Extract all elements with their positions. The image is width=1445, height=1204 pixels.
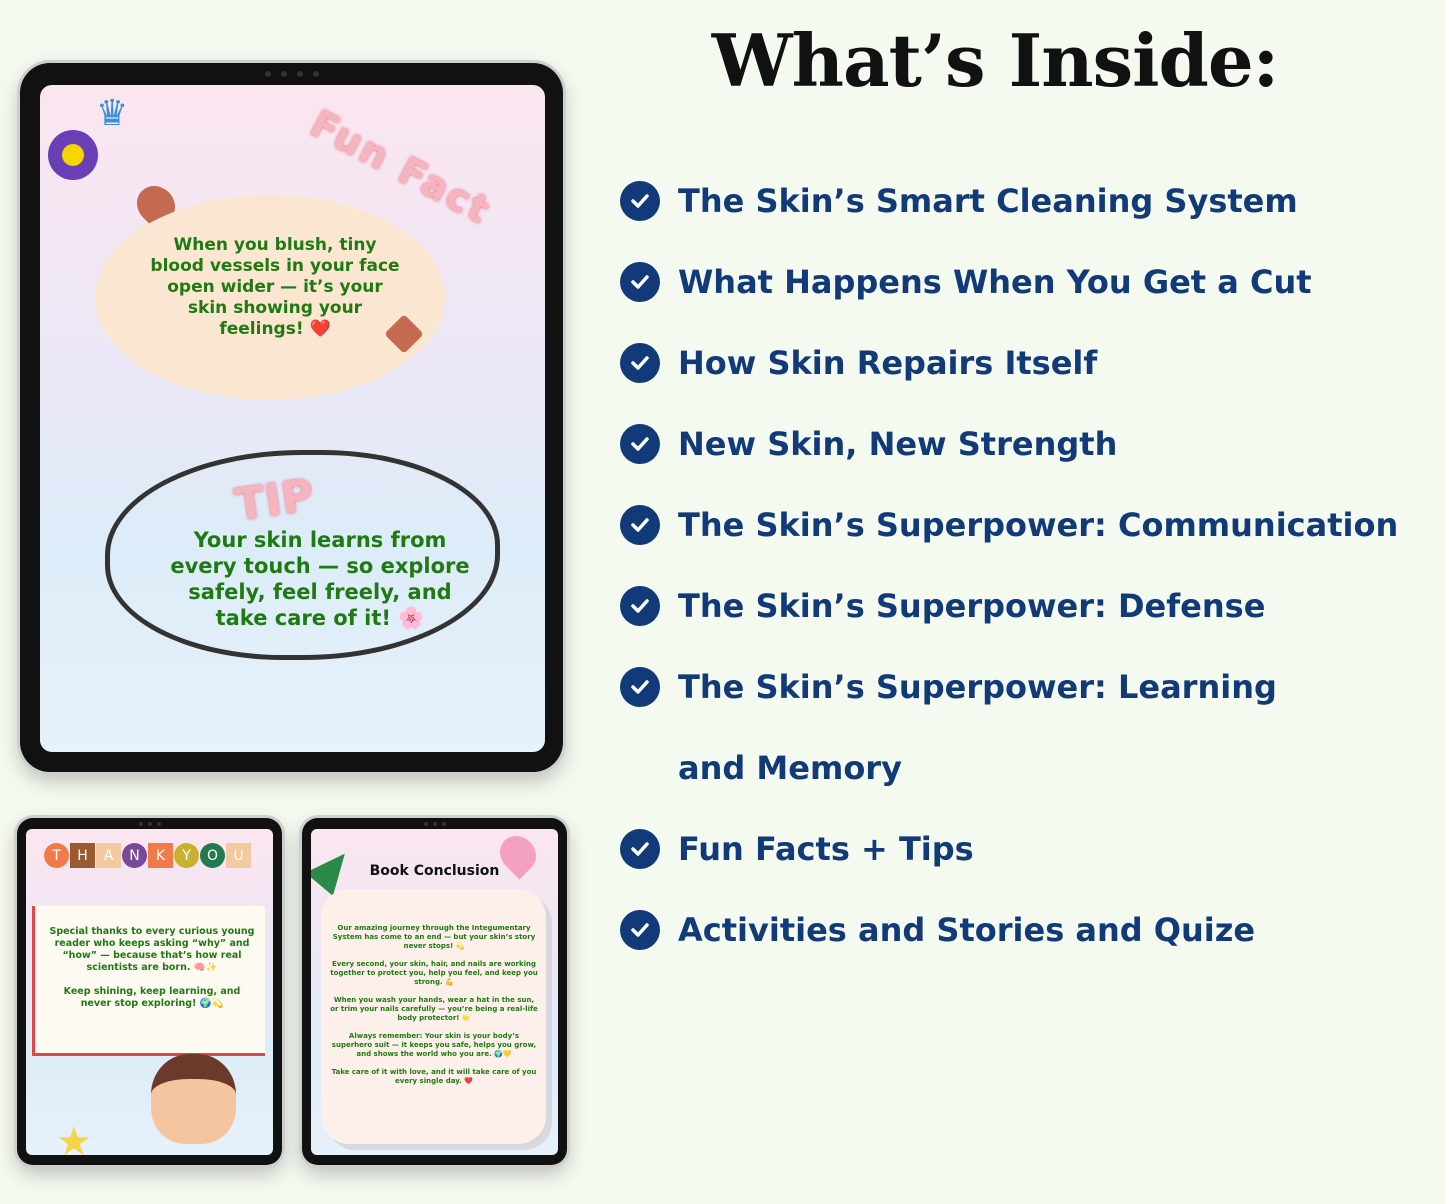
check-circle-icon <box>620 180 660 221</box>
check-circle-icon <box>620 504 660 545</box>
conclusion-tablet: Book Conclusion Our amazing journey thro… <box>302 818 567 1165</box>
fun-fact-text: When you blush, tiny blood vessels in yo… <box>150 235 400 339</box>
flower-icon <box>48 130 98 180</box>
check-circle-icon <box>620 909 660 950</box>
fun-fact-bubble <box>95 195 445 400</box>
notepad: Special thanks to every curious young re… <box>32 906 265 1056</box>
contents-list: The Skin’s Smart Cleaning System What Ha… <box>620 160 1398 970</box>
list-item: The Skin’s Superpower: Defense <box>620 565 1398 646</box>
thank-you-tablet: T H A N K Y O U Special thanks to every … <box>17 818 282 1165</box>
check-circle-icon <box>620 261 660 302</box>
check-circle-icon <box>620 666 660 707</box>
thank-you-page: T H A N K Y O U Special thanks to every … <box>26 829 273 1155</box>
list-item: The Skin’s Superpower: Communication <box>620 484 1398 565</box>
check-circle-icon <box>620 585 660 626</box>
fun-fact-page: ♛ Fun Fact When you blush, tiny blood ve… <box>40 85 545 752</box>
list-item: New Skin, New Strength <box>620 403 1398 484</box>
check-circle-icon <box>620 423 660 464</box>
tip-cloud <box>105 450 500 660</box>
boy-illustration <box>151 1054 236 1144</box>
conclusion-title: Book Conclusion <box>369 863 500 879</box>
list-item-continuation: and Memory <box>678 748 902 787</box>
star-icon: ★ <box>56 1119 92 1155</box>
camera <box>264 71 319 77</box>
list-item: Activities and Stories and Quize <box>620 889 1398 970</box>
crown-icon: ♛ <box>96 93 129 134</box>
conclusion-page: Book Conclusion Our amazing journey thro… <box>311 829 558 1155</box>
list-item: The Skin’s Smart Cleaning System <box>620 160 1398 241</box>
list-item: Fun Facts + Tips <box>620 808 1398 889</box>
list-item: How Skin Repairs Itself <box>620 322 1398 403</box>
tip-text: Your skin learns from every touch — so e… <box>170 528 470 630</box>
conclusion-text: Our amazing journey through the Integume… <box>330 924 538 1085</box>
page-title: What’s Inside: <box>711 18 1279 103</box>
tip-title: TIP <box>231 469 317 532</box>
main-tablet: ♛ Fun Fact When you blush, tiny blood ve… <box>20 63 563 772</box>
list-item: The Skin’s Superpower: Learning <box>620 646 1398 727</box>
list-item: What Happens When You Get a Cut <box>620 241 1398 322</box>
check-circle-icon <box>620 828 660 869</box>
check-circle-icon <box>620 342 660 383</box>
scalloped-card <box>321 889 546 1144</box>
thank-you-letters: T H A N K Y O U <box>44 843 251 868</box>
